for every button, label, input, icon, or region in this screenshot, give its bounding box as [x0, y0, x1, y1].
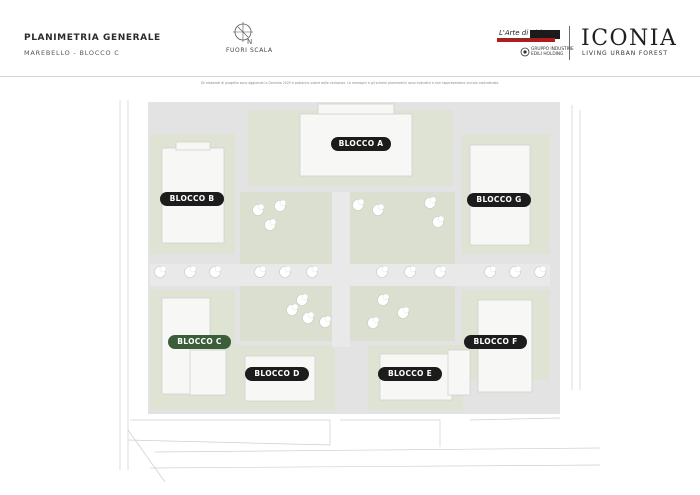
group-holding-text: GRUPPO INDUSTRIE EDILI HOLDING [531, 47, 574, 57]
header-separator [569, 26, 570, 60]
disclaimer-text: Gli elaborati di progetto sono aggiornat… [200, 81, 500, 85]
page-subtitle: MAREBELLO - BLOCCO C [24, 49, 120, 57]
block-d-label[interactable]: BLOCCO D [245, 367, 309, 381]
block-f-label[interactable]: BLOCCO F [464, 335, 527, 349]
block-g-label[interactable]: BLOCCO G [467, 193, 531, 207]
cross-avenue [150, 264, 550, 286]
block-c-label[interactable]: BLOCCO C [168, 335, 231, 349]
site-plan-map [119, 100, 601, 483]
partner-name: L'Arte di Abitare [499, 29, 556, 37]
block-a-label[interactable]: BLOCCO A [331, 137, 391, 151]
group-line-1: GRUPPO INDUSTRIE [531, 47, 574, 52]
fuori-scala-label: FUORI SCALA [226, 47, 273, 54]
site-context-lines [119, 100, 601, 483]
arte-di-abitare-logo-icon [497, 30, 560, 57]
group-line-2: EDILI HOLDING [531, 52, 564, 57]
project-tagline: LIVING URBAN FOREST [582, 50, 668, 57]
park-bottom-left [240, 286, 332, 341]
header-divider [0, 76, 700, 77]
block-e-label[interactable]: BLOCCO E [378, 367, 442, 381]
partner-tagline: SOCIETÀ IMMOBILIARE [500, 37, 540, 41]
block-b-label[interactable]: BLOCCO B [160, 192, 224, 206]
project-logo-text: ICONIA [581, 26, 678, 51]
fuori-scala-logo-icon: N [233, 22, 253, 46]
page-title: PLANIMETRIA GENERALE [24, 33, 161, 43]
svg-text:N: N [247, 38, 252, 46]
park-top-right [350, 192, 455, 264]
